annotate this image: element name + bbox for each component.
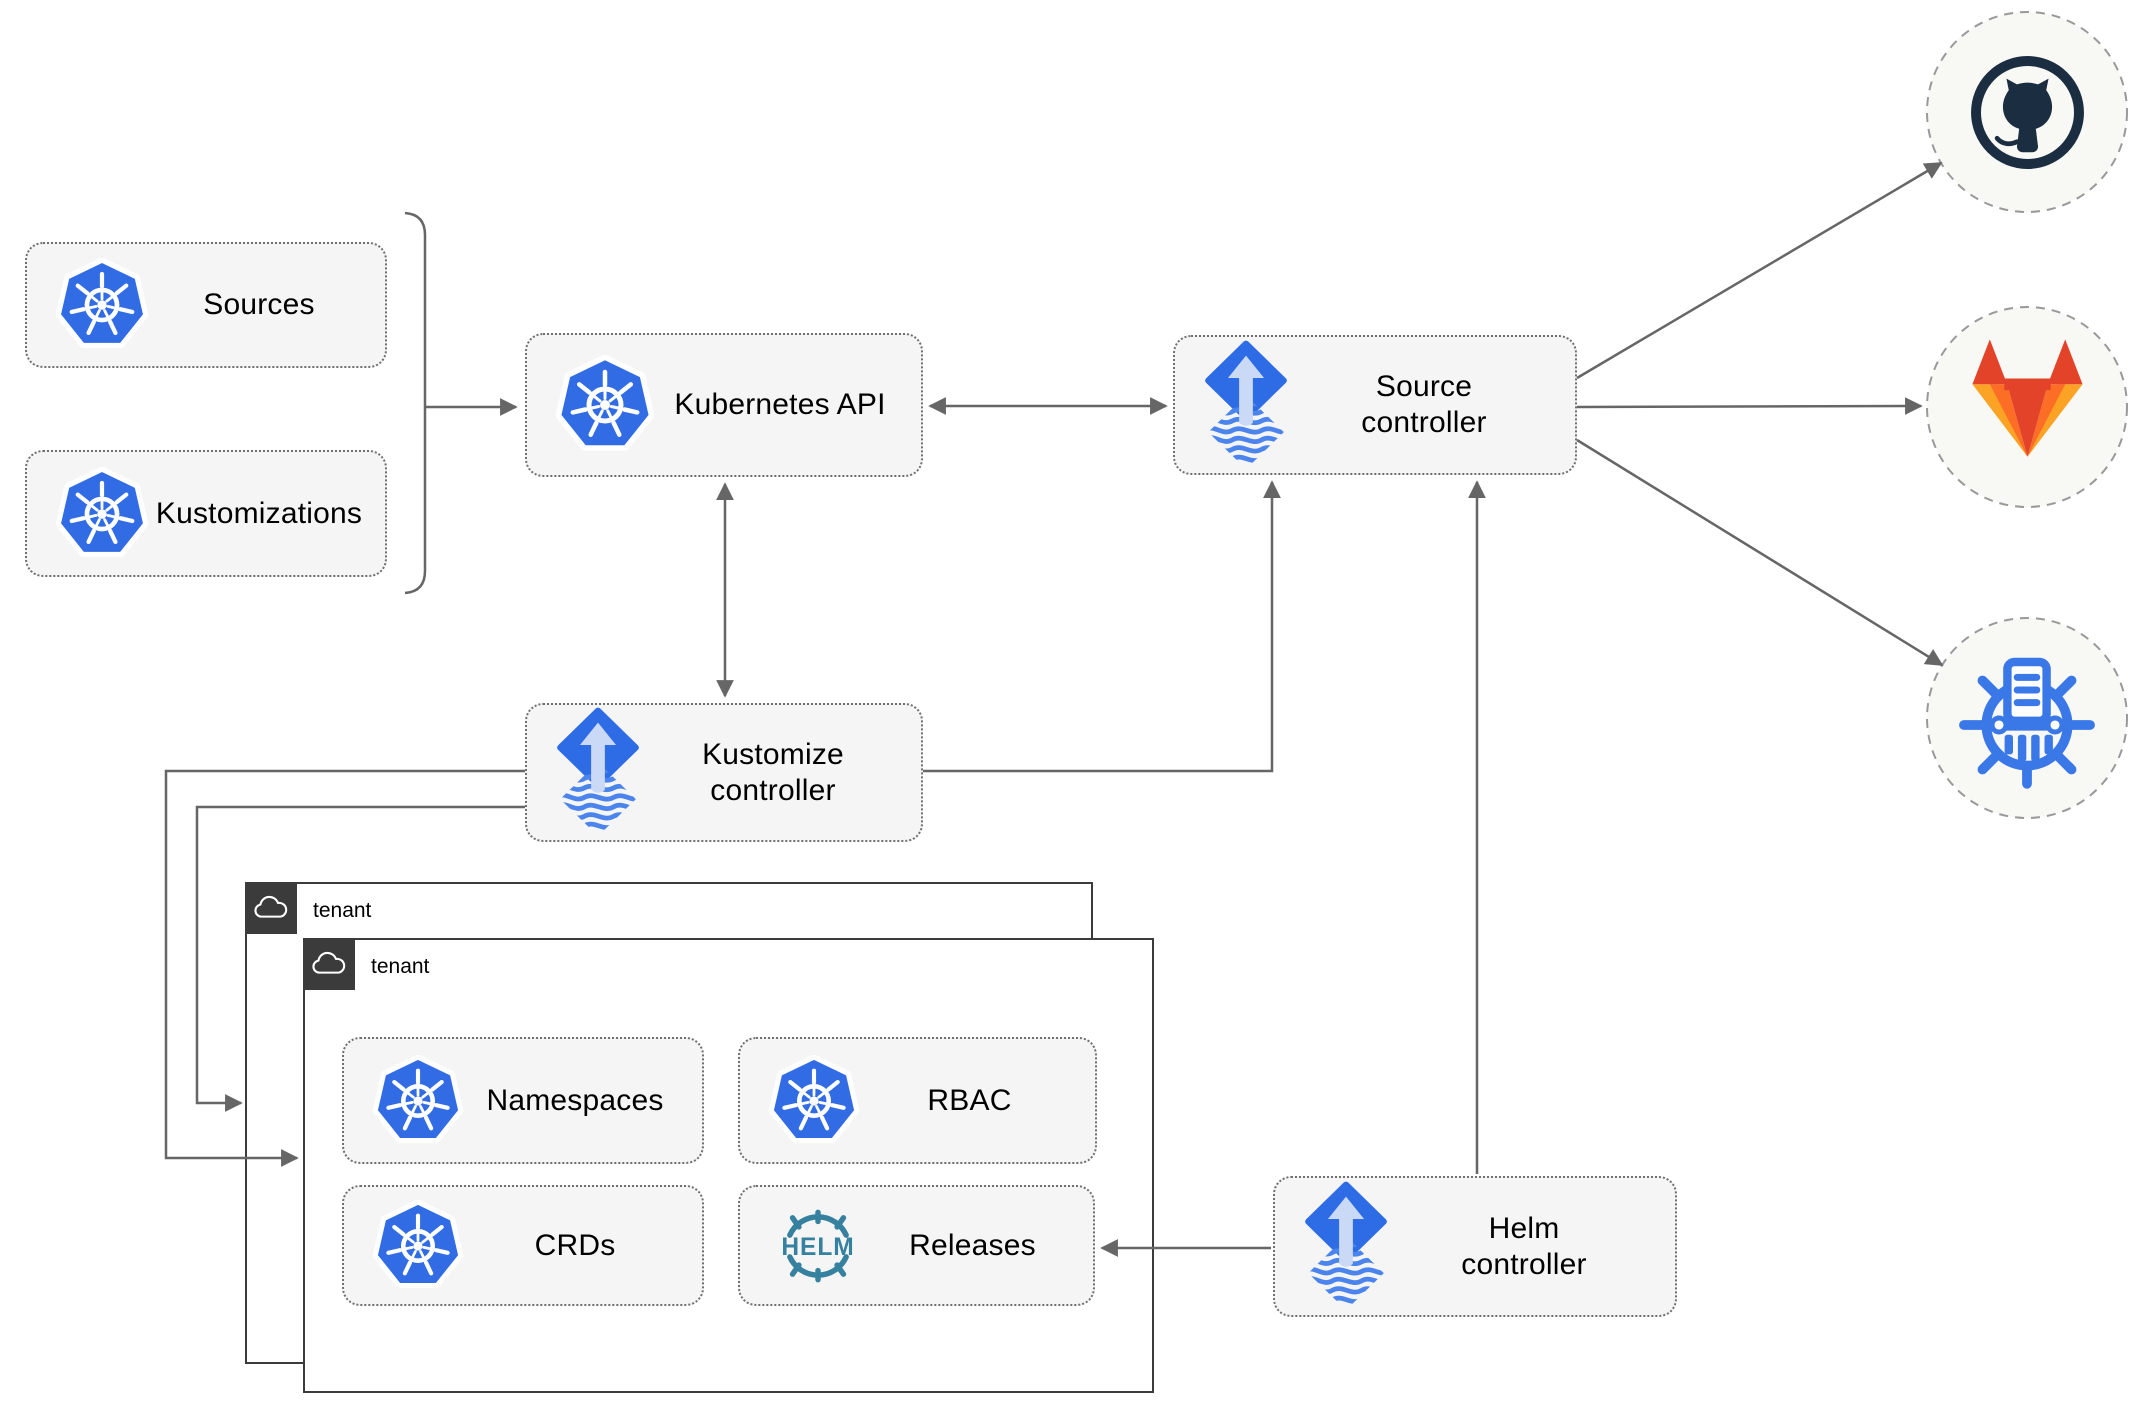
bracket	[404, 211, 518, 595]
flux-icon	[1303, 1181, 1389, 1312]
kubernetes-icon	[372, 1055, 464, 1147]
tenant-label: tenant	[313, 899, 372, 922]
node-label: Releases	[909, 1228, 1036, 1262]
registry-icon	[1959, 657, 2095, 789]
node-label-line2: controller	[1361, 406, 1487, 439]
node-namespaces: Namespaces	[342, 1037, 704, 1164]
tenant-label: tenant	[371, 955, 430, 978]
edge-kustomize-sourcecontroller	[923, 480, 1281, 773]
cloud-icon	[254, 895, 288, 918]
node-releases: HELM Releases	[738, 1185, 1095, 1306]
node-label: Kubernetes API	[674, 388, 886, 421]
edge-source-github	[1576, 161, 1943, 380]
node-kubernetes-api: Kubernetes API	[525, 333, 923, 477]
node-label: CRDs	[534, 1228, 616, 1262]
cloud-icon	[312, 951, 346, 974]
node-kustomizations: Kustomizations	[25, 450, 387, 577]
tenant-tab	[245, 882, 297, 934]
endpoint-circles	[1926, 11, 2128, 819]
kubernetes-icon	[768, 1055, 860, 1147]
edge-source-registry	[1576, 438, 1944, 667]
node-label: Namespaces	[486, 1083, 664, 1117]
helm-icon: HELM	[781, 1209, 854, 1282]
node-rbac: RBAC	[738, 1037, 1097, 1164]
node-label-line2: controller	[1461, 1247, 1587, 1281]
node-label: RBAC	[927, 1083, 1012, 1117]
kubernetes-icon	[372, 1200, 464, 1292]
node-sources: Sources	[25, 242, 387, 368]
node-label-line1: Source	[1375, 370, 1473, 403]
node-label: Sources	[203, 288, 315, 321]
gitlab-icon	[1972, 339, 2083, 457]
kubernetes-icon	[55, 467, 149, 561]
flux-icon	[555, 707, 641, 838]
node-crds: CRDs	[342, 1185, 704, 1306]
kubernetes-icon	[55, 258, 149, 352]
kubernetes-icon	[555, 355, 655, 455]
edge-source-gitlab	[1576, 397, 1923, 415]
tenant-box-front: tenant Namespaces RBAC CRDs	[303, 938, 1154, 1393]
node-label: Kustomizations	[155, 496, 363, 530]
node-label-line1: Kustomize	[702, 737, 844, 771]
github-icon	[1971, 56, 2084, 169]
node-label-line1: Helm	[1488, 1211, 1560, 1245]
helm-logo-text: HELM	[781, 1234, 854, 1261]
flux-icon	[1203, 340, 1289, 471]
tenant-tab	[303, 938, 355, 990]
node-label-line2: controller	[710, 773, 836, 807]
